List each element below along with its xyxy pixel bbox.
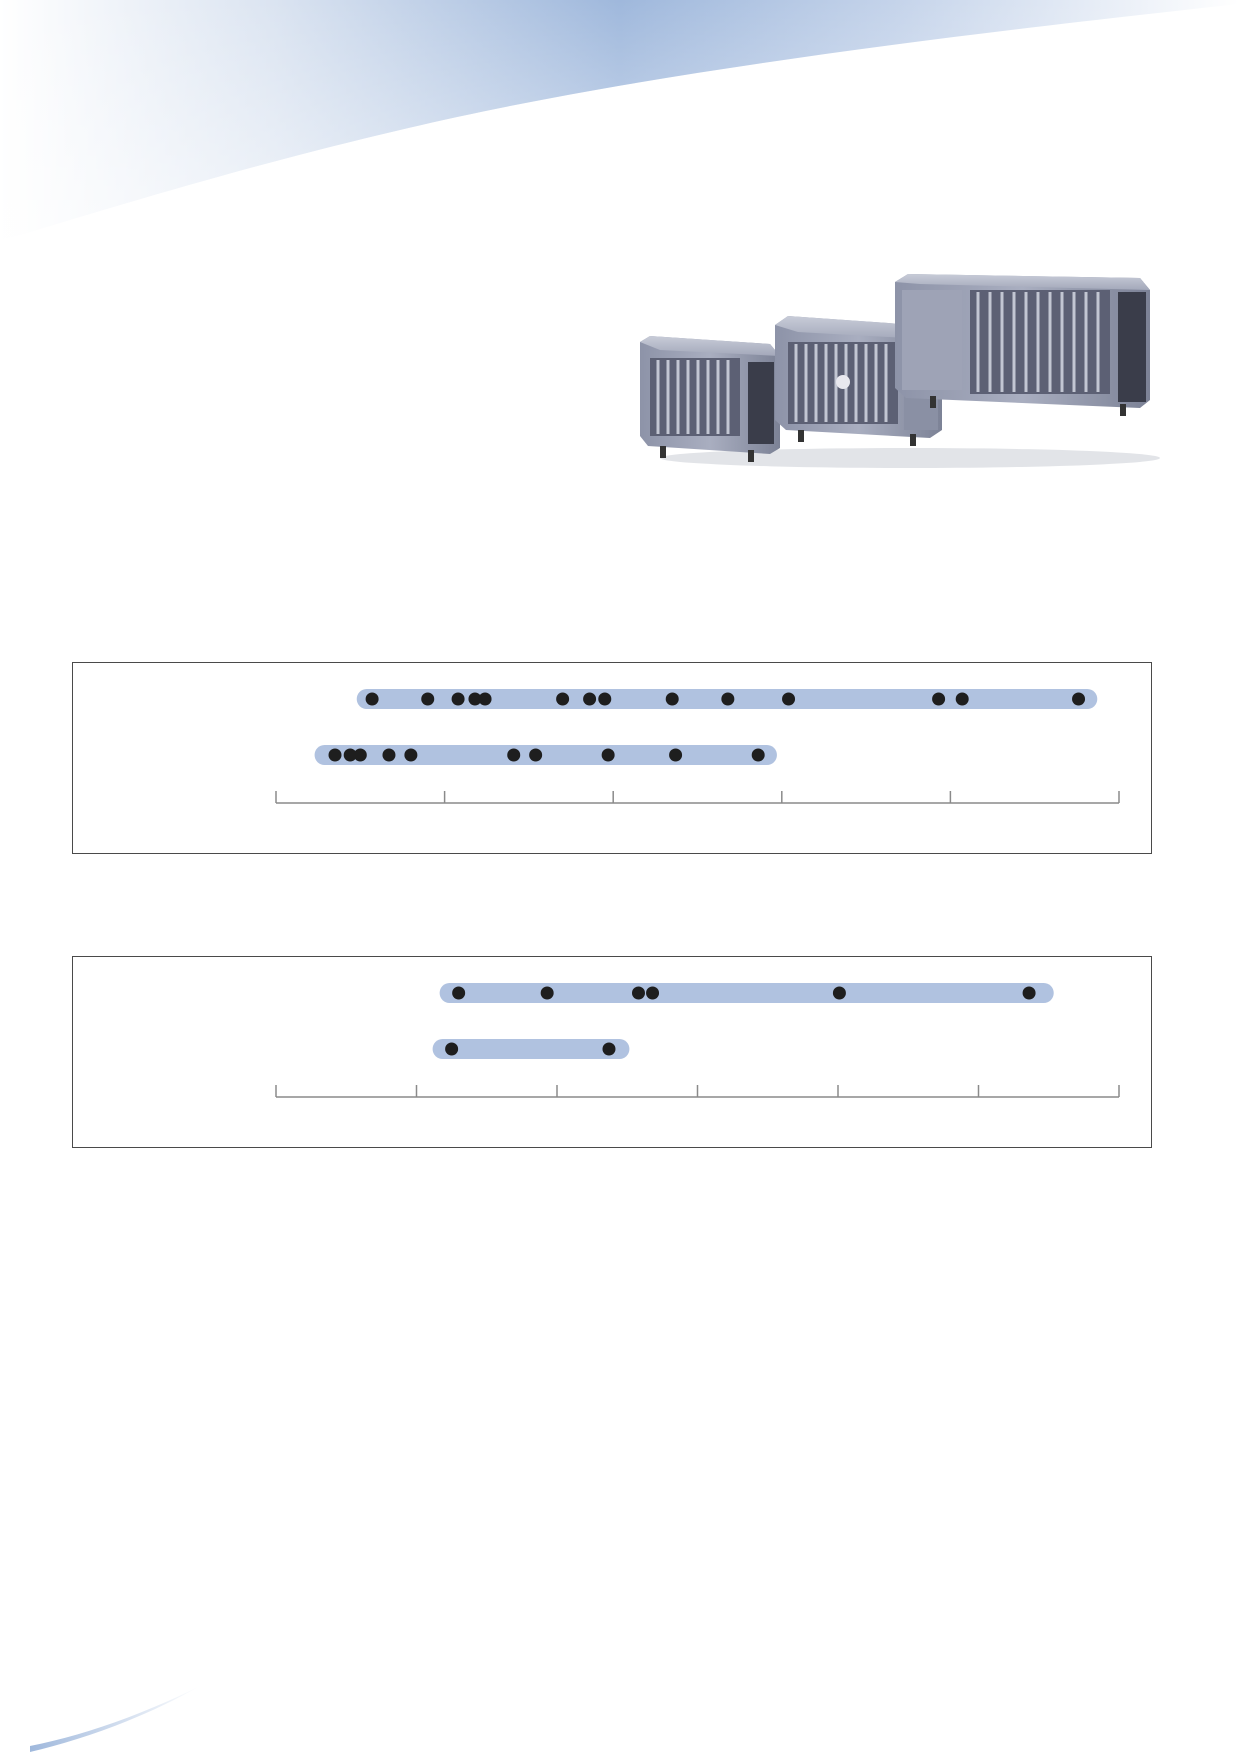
model-point-row-2 <box>669 748 683 762</box>
model-point-row-2 <box>601 748 615 762</box>
capacity-range-chart-1 <box>72 662 1152 854</box>
model-point-row-1 <box>451 692 465 706</box>
model-point-row-1 <box>1072 692 1086 706</box>
model-point-row-2 <box>328 748 342 762</box>
model-point-row-1 <box>478 692 492 706</box>
model-point-row-2 <box>507 748 521 762</box>
model-point-row-2 <box>751 748 765 762</box>
model-point-row-1 <box>631 986 645 1000</box>
model-point-row-2 <box>382 748 396 762</box>
model-point-row-2 <box>602 1042 616 1056</box>
model-point-row-1 <box>1022 986 1036 1000</box>
model-point-row-1 <box>665 692 679 706</box>
condensing-units-image <box>640 274 1160 468</box>
chart-2-plot <box>275 983 1120 1098</box>
model-point-row-1 <box>540 986 554 1000</box>
model-point-row-2 <box>353 748 367 762</box>
range-bar-row-1 <box>439 983 1054 1003</box>
range-bar-row-2 <box>314 745 777 765</box>
model-point-row-1 <box>452 986 466 1000</box>
model-point-row-2 <box>445 1042 459 1056</box>
range-bar-row-2 <box>432 1039 630 1059</box>
model-point-row-2 <box>343 748 357 762</box>
model-point-row-1 <box>556 692 570 706</box>
chart-1-plot <box>275 689 1120 804</box>
model-point-row-1 <box>421 692 435 706</box>
model-point-row-1 <box>932 692 946 706</box>
model-point-row-1 <box>832 986 846 1000</box>
model-point-row-1 <box>365 692 379 706</box>
model-point-row-1 <box>583 692 597 706</box>
footer-wave-accent <box>30 1686 200 1752</box>
model-point-row-1 <box>782 692 796 706</box>
model-point-row-2 <box>529 748 543 762</box>
capacity-range-chart-2 <box>72 956 1152 1148</box>
header-wave-banner <box>0 0 1239 240</box>
model-point-row-1 <box>721 692 735 706</box>
model-point-row-1 <box>955 692 969 706</box>
model-point-row-1 <box>598 692 612 706</box>
model-point-row-2 <box>404 748 418 762</box>
model-point-row-1 <box>646 986 660 1000</box>
model-point-row-1 <box>468 692 482 706</box>
